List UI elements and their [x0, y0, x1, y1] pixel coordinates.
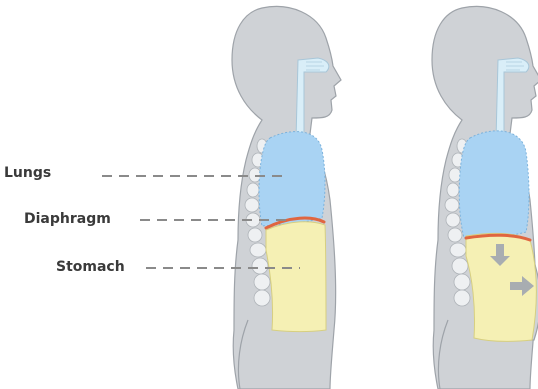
lungs — [459, 131, 529, 238]
lungs — [259, 132, 325, 226]
figure-inhale — [432, 6, 538, 389]
figure-exhale — [232, 6, 341, 389]
stomach — [266, 222, 326, 332]
label-diaphragm: Diaphragm — [24, 211, 111, 227]
label-stomach: Stomach — [56, 259, 125, 275]
label-lungs: Lungs — [4, 165, 51, 181]
